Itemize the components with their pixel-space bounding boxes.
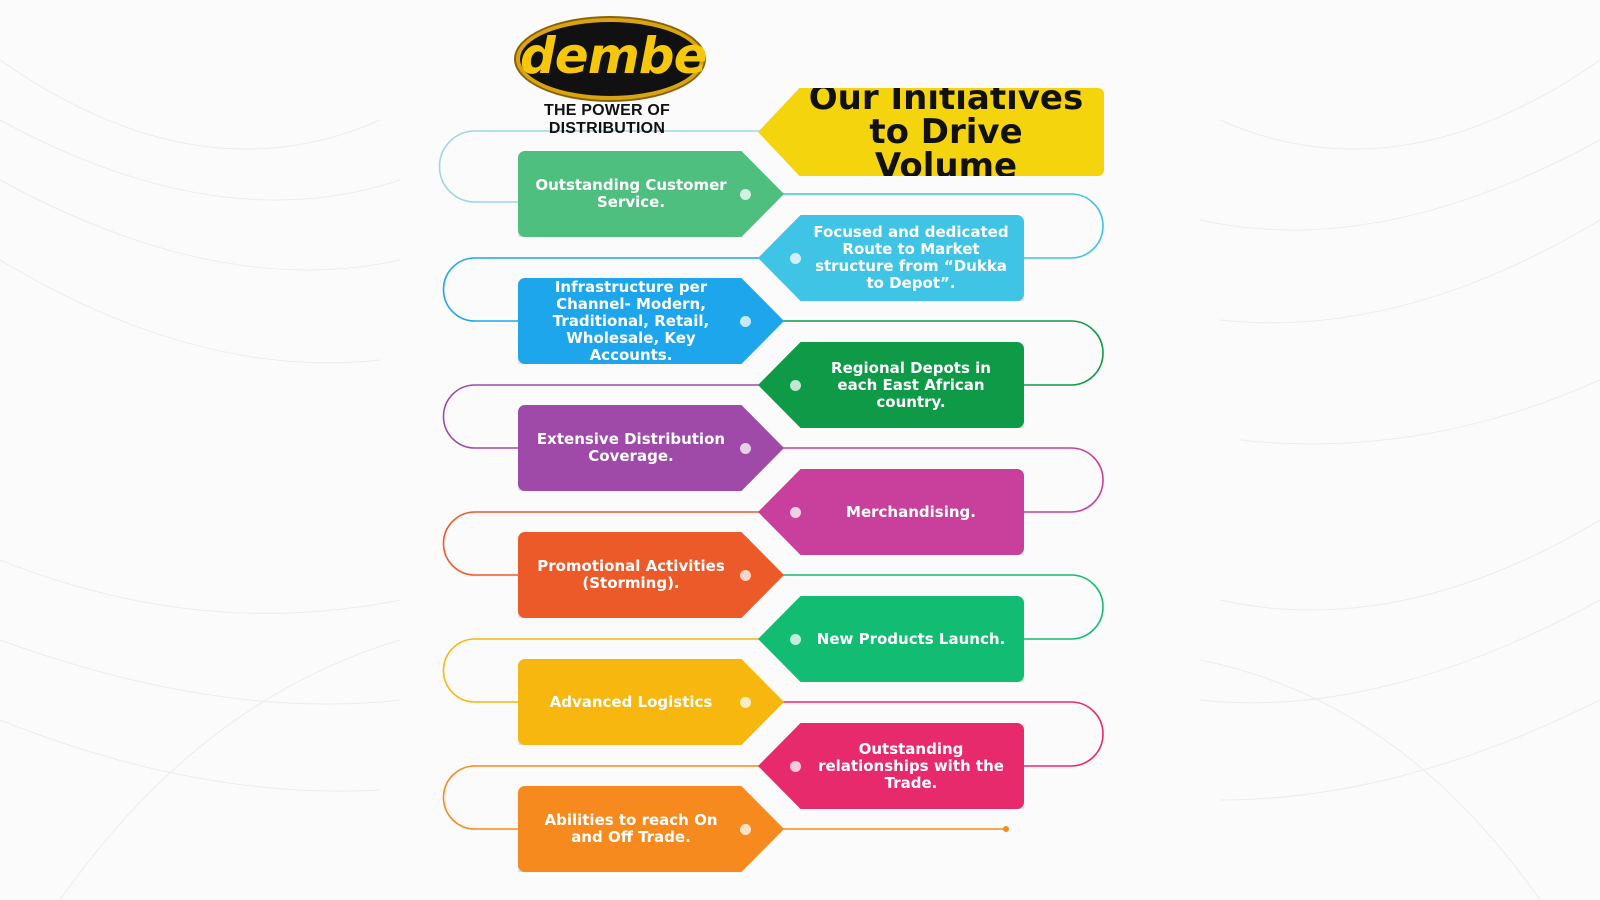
- initiative-label: New Products Launch.: [816, 629, 1006, 648]
- connector-dot: [790, 634, 801, 645]
- connector-line-9: [746, 701, 1104, 767]
- initiative-tag-3: Infrastructure per Channel- Modern, Trad…: [518, 278, 784, 364]
- connector-line-1: [746, 193, 1104, 259]
- connector-dot: [790, 761, 801, 772]
- initiative-label: Outstanding relationships with the Trade…: [818, 739, 1004, 792]
- initiative-tag-4: Regional Depots in each East African cou…: [758, 342, 1024, 428]
- connector-line-10: [442, 765, 796, 830]
- initiative-label: Abilities to reach On and Off Trade.: [544, 811, 718, 846]
- initiative-tag-2: Focused and dedicated Route to Market st…: [758, 215, 1024, 301]
- initiative-tag-6: Merchandising.: [758, 469, 1024, 555]
- brand-tagline: THE POWER OF DISTRIBUTION: [544, 102, 670, 137]
- initiative-tag-9: Advanced Logistics: [518, 659, 784, 745]
- logo-text: dembe: [520, 27, 708, 85]
- connector-line-0: [438, 130, 778, 203]
- initiative-tag-1: Outstanding Customer Service.: [518, 151, 784, 237]
- initiative-label: Promotional Activities (Storming).: [537, 557, 725, 592]
- dembe-logo: dembe: [520, 22, 708, 98]
- initiative-tag-7: Promotional Activities (Storming).: [518, 532, 784, 618]
- connector-dot: [740, 697, 751, 708]
- connector-dot: [790, 380, 801, 391]
- connector-line-5: [746, 447, 1104, 513]
- connector-line-2: [442, 257, 796, 322]
- connector-line-7: [746, 574, 1104, 640]
- page-title: Our Initiatives to Drive Volume: [796, 78, 1096, 186]
- initiative-label: Merchandising.: [846, 502, 976, 521]
- connector-line-3: [746, 320, 1104, 386]
- connector-line-6: [442, 511, 796, 576]
- connector-end-dot: [1003, 826, 1009, 832]
- connector-dot: [740, 824, 751, 835]
- initiative-tag-5: Extensive Distribution Coverage.: [518, 405, 784, 491]
- initiative-label: Advanced Logistics: [549, 692, 713, 711]
- connector-line-8: [442, 638, 796, 703]
- initiative-label: Outstanding Customer Service.: [535, 176, 727, 211]
- logo-oval: [520, 22, 700, 96]
- connector-line-4: [442, 384, 796, 449]
- connector-dot: [790, 253, 801, 264]
- connector-dot: [740, 443, 751, 454]
- initiative-label: Focused and dedicated Route to Market st…: [813, 223, 1009, 292]
- title-line-1: Our Initiatives: [808, 78, 1084, 118]
- connector-dot: [740, 316, 751, 327]
- title-line-2: to Drive Volume: [869, 112, 1023, 186]
- connector-dot: [790, 507, 801, 518]
- initiative-tag-8: New Products Launch.: [758, 596, 1024, 682]
- initiative-tag-11: Abilities to reach On and Off Trade.: [518, 786, 784, 872]
- connector-dot: [740, 570, 751, 581]
- title-tag: Our Initiatives to Drive Volume: [758, 88, 1104, 176]
- initiative-label: Extensive Distribution Coverage.: [536, 430, 726, 465]
- initiative-label: Regional Depots in each East African cou…: [831, 358, 991, 411]
- initiative-tag-10: Outstanding relationships with the Trade…: [758, 723, 1024, 809]
- connector-dot: [740, 189, 751, 200]
- initiative-label: Infrastructure per Channel- Modern, Trad…: [552, 277, 710, 364]
